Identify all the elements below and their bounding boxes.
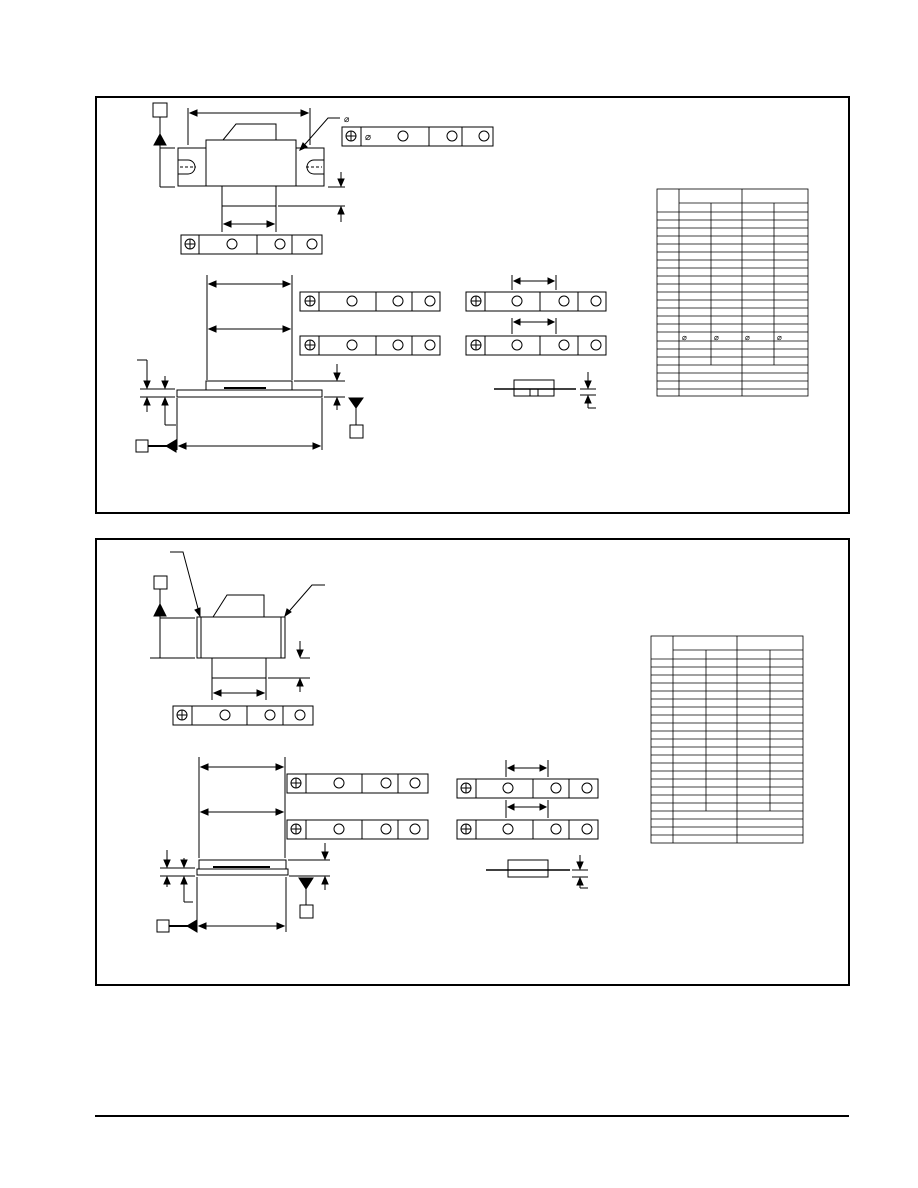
fcf-5 <box>465 291 607 312</box>
fcf-6 <box>465 335 607 356</box>
table-diameter-mark-4: ⌀ <box>777 333 782 342</box>
fcf-2 <box>180 234 323 255</box>
fcf-8 <box>286 773 429 794</box>
outline-drawing-panel-bottom <box>95 538 850 986</box>
dimension-table-bottom <box>650 635 804 844</box>
table-diameter-mark-1: ⌀ <box>682 333 687 342</box>
package-side-view-bottom <box>196 859 289 876</box>
diameter-symbol-fcf1: ⌀ <box>365 132 371 143</box>
fcf-3 <box>299 291 441 312</box>
datum-box-a <box>152 102 168 118</box>
fcf-9 <box>286 819 429 840</box>
footer-rule <box>95 1115 849 1117</box>
fcf-1 <box>341 126 494 147</box>
top-panel-drawing <box>135 102 809 453</box>
table-diameter-mark-2: ⌀ <box>714 333 719 342</box>
datum-box-c <box>349 424 364 439</box>
diameter-symbol-top: ⌀ <box>344 114 350 124</box>
fcf-4 <box>299 335 441 356</box>
fcf-11 <box>456 819 599 840</box>
table-diameter-mark-3: ⌀ <box>745 333 750 342</box>
package-plan-view-top <box>177 123 325 207</box>
package-plan-view-bottom <box>196 594 286 679</box>
fcf-7 <box>172 705 314 726</box>
datum-box-b <box>135 439 149 453</box>
bottom-panel-drawing <box>150 551 804 933</box>
fcf-10 <box>456 778 599 799</box>
datum-triangle <box>153 132 167 146</box>
dimension-table-top <box>656 188 809 397</box>
package-side-view-top <box>176 380 323 398</box>
